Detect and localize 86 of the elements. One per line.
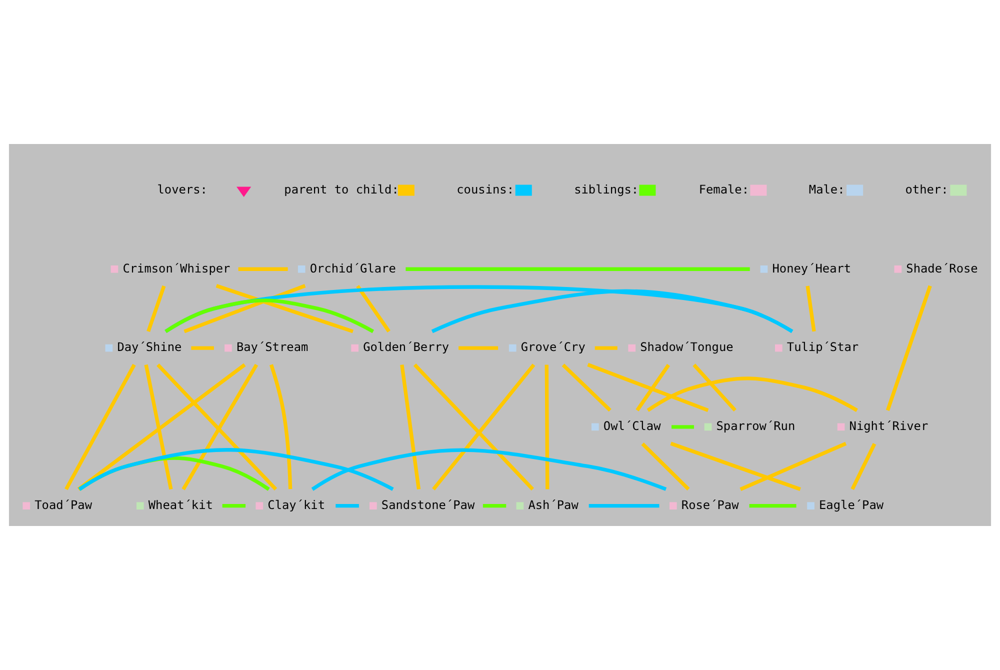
connector [672, 425, 694, 429]
connector [191, 346, 214, 350]
connector [400, 364, 421, 490]
node-box [670, 502, 677, 510]
node-label: Night´River [849, 419, 928, 434]
node-box [592, 423, 599, 431]
connector [406, 267, 750, 271]
connector [156, 364, 278, 491]
connector [238, 267, 288, 271]
connector [164, 285, 794, 334]
connector [336, 504, 359, 508]
node-box [105, 344, 113, 352]
legend-label: cousins: [456, 182, 514, 196]
node-label: Toad´Paw [34, 498, 92, 512]
node-box [22, 502, 30, 510]
connector [182, 364, 258, 490]
node-box [760, 265, 768, 273]
legend-label: parent to child: [284, 182, 399, 196]
connector [850, 443, 876, 490]
connector [749, 504, 796, 508]
connector [482, 504, 506, 508]
node-box [370, 502, 377, 510]
legend-label: other: [905, 182, 948, 196]
node-box [516, 502, 524, 510]
connector [184, 284, 306, 334]
node-label: Sparrow´Run [716, 419, 796, 434]
node-label: Day´Shine [117, 340, 182, 354]
node-label: Shadow´Tongue [640, 340, 734, 354]
connector [886, 285, 932, 411]
node-box [110, 265, 118, 273]
node-label: Orchid´Glare [310, 261, 396, 276]
node-box [807, 502, 814, 510]
connector [588, 504, 660, 508]
node-box [837, 423, 845, 431]
connector [64, 364, 136, 490]
connector [311, 448, 667, 491]
node-label: Ash´Paw [528, 498, 578, 512]
connector [562, 364, 612, 412]
connector [806, 286, 816, 332]
connector [636, 364, 670, 412]
connector [216, 284, 354, 334]
connector [144, 364, 173, 490]
node-box [704, 423, 712, 431]
connector [413, 364, 534, 491]
connector [356, 284, 390, 332]
connector [432, 364, 536, 490]
node-label: Eagle´Paw [819, 498, 884, 512]
node-label: Sandstone´Paw [381, 498, 475, 512]
node-label: Honey´Heart [772, 261, 852, 276]
node-box [628, 344, 636, 352]
legend-label: Female: [698, 182, 750, 196]
connector [740, 442, 847, 491]
node-label: Rose´Paw [681, 498, 739, 512]
node-box [508, 344, 516, 352]
node-label: Clay´kit [268, 498, 326, 512]
node-label: Owl´Claw [603, 419, 661, 434]
node-label: Shade´Rose [906, 261, 978, 276]
node-label: Golden´Berry [363, 340, 450, 354]
node-box [894, 265, 902, 273]
connector [269, 364, 292, 490]
connector [587, 362, 709, 412]
node-box [224, 344, 232, 352]
connector [77, 363, 246, 491]
node-box [256, 502, 264, 510]
node-box [298, 265, 306, 273]
legend-label: Male: [808, 182, 845, 196]
connector [146, 285, 166, 332]
node-label: Tulip´Star [786, 340, 859, 354]
connector [670, 442, 801, 491]
connector [641, 442, 690, 491]
legend-label: siblings: [574, 182, 639, 196]
node-box [136, 502, 144, 510]
node-box [775, 344, 782, 352]
node-box [351, 344, 358, 352]
node-label: Bay´Stream [236, 340, 308, 354]
connector [164, 298, 374, 334]
connector [646, 376, 858, 412]
connector [544, 364, 550, 490]
connector [692, 364, 736, 412]
node-label: Wheat´kit [148, 498, 213, 512]
connector [222, 504, 246, 508]
node-label: Grove´Cry [520, 340, 586, 354]
connector [594, 346, 618, 350]
connector [458, 346, 498, 350]
legend-label: lovers: [157, 182, 208, 196]
node-label: Crimson´Whisper [122, 261, 230, 276]
